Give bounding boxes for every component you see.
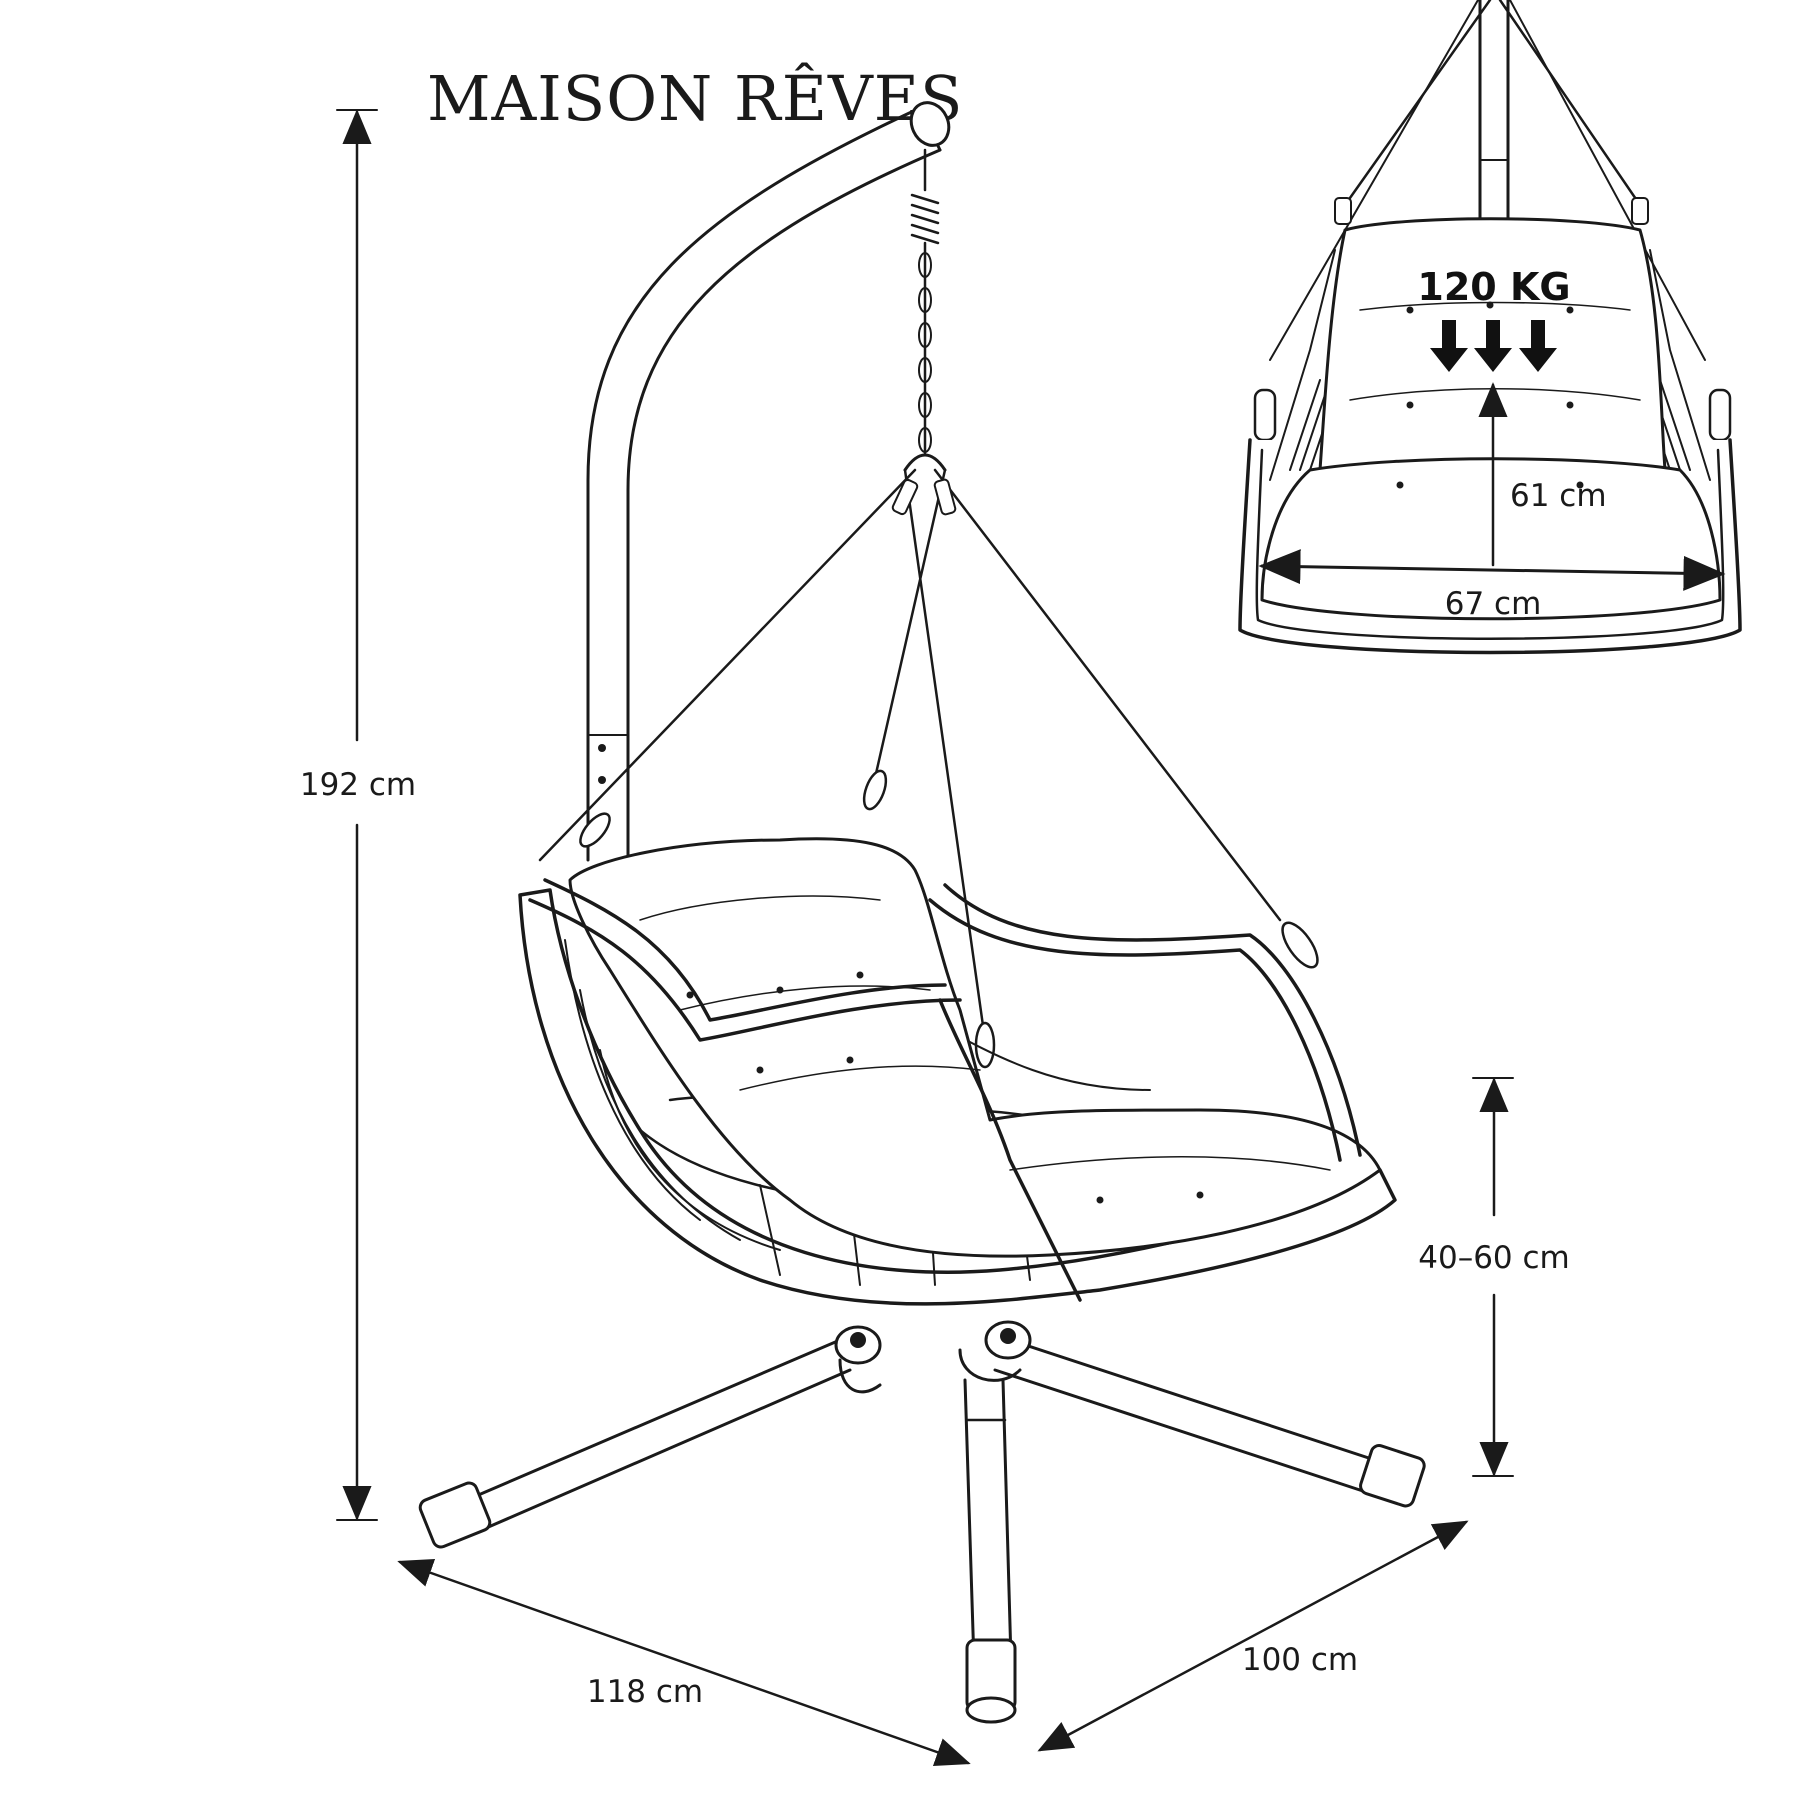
total-height-label: 192 cm	[300, 767, 416, 803]
stand-frame	[586, 101, 951, 862]
base-legs	[418, 1320, 1426, 1724]
spring-and-chain	[903, 148, 947, 472]
seat-height-dimension: 40–60 cm	[1418, 1077, 1570, 1477]
seat-depth-label: 61 cm	[1510, 478, 1607, 514]
max-load-label: 120 KG	[1417, 265, 1570, 309]
base-width-label: 118 cm	[587, 1674, 703, 1710]
brand-logo: MAISON RÊVES	[427, 62, 963, 135]
height-dimension: 192 cm	[300, 109, 416, 1521]
load-arrows	[1430, 320, 1557, 372]
base-depth-dimension: 100 cm	[1037, 1520, 1469, 1752]
down-arrow-icon	[1519, 320, 1557, 372]
down-arrow-icon	[1430, 320, 1468, 372]
suspension-cables	[538, 468, 1319, 1069]
seat-height-label: 40–60 cm	[1418, 1240, 1570, 1276]
hanging-chair-illustration	[418, 101, 1426, 1724]
seat-width-label: 67 cm	[1445, 586, 1542, 622]
base-depth-label: 100 cm	[1242, 1642, 1358, 1678]
base-width-dimension: 118 cm	[397, 1558, 971, 1767]
down-arrow-icon	[1474, 320, 1512, 372]
armrest-frame	[528, 878, 1362, 1302]
detail-front-view: 120 KG 61 cm 67 cm	[1238, 0, 1742, 655]
